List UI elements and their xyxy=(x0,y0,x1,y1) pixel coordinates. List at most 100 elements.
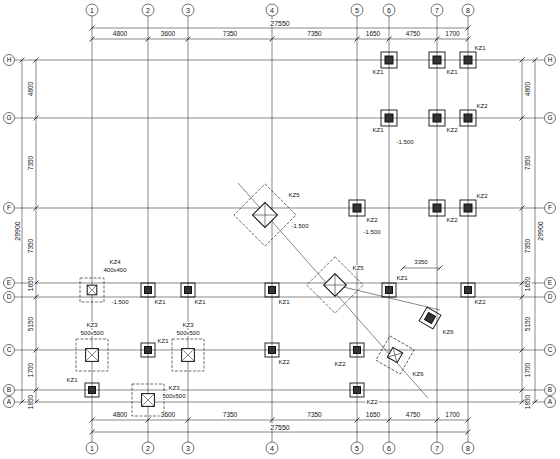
pad-cross xyxy=(324,274,347,297)
footing-mark: -1.500 xyxy=(290,223,309,229)
axis-bubble xyxy=(431,4,443,16)
dim-tick xyxy=(520,388,525,393)
dim-tick xyxy=(520,348,525,353)
dim-tick xyxy=(466,418,471,423)
dim-tick xyxy=(520,400,525,405)
grid-axis xyxy=(389,16,390,442)
dimension-text: 27550 xyxy=(269,424,290,431)
axis-bubble xyxy=(462,442,474,454)
dimension-text: 7350 xyxy=(306,31,322,38)
axis-label: 4 xyxy=(269,445,275,452)
axis-bubble xyxy=(351,442,363,454)
footing-pad xyxy=(349,200,365,216)
pad-cross xyxy=(87,285,97,295)
dim-tick xyxy=(520,116,525,121)
dimension-text: 7350 xyxy=(525,155,532,171)
axis-bubble xyxy=(86,442,98,454)
axis-label: D xyxy=(6,294,13,301)
footing-pad xyxy=(381,52,397,68)
grid-axis xyxy=(335,285,440,310)
axis-label: D xyxy=(547,294,554,301)
footing-pad xyxy=(141,343,155,357)
footing-pad xyxy=(265,343,279,357)
footing-pad xyxy=(429,110,445,126)
dim-tick xyxy=(34,348,39,353)
dimension-text: 7350 xyxy=(222,412,238,419)
grid-axis xyxy=(15,402,544,403)
dim-tick xyxy=(520,58,525,63)
dim-tick xyxy=(435,37,440,42)
axis-label: C xyxy=(6,347,13,354)
axis-label: 8 xyxy=(465,445,471,452)
dim-tick xyxy=(186,418,191,423)
dimension-text: 4750 xyxy=(405,31,421,38)
footing-mark: KZ1 xyxy=(395,275,408,281)
footing-mark: KZ2 xyxy=(445,127,458,133)
dim-tick xyxy=(34,400,39,405)
footing-pad xyxy=(429,200,445,216)
axis-bubble xyxy=(266,4,278,16)
dim-tick xyxy=(146,418,151,423)
pad-cross xyxy=(182,349,195,362)
footing-mark: KZ3 xyxy=(167,385,180,391)
footing-pad xyxy=(382,283,396,297)
footing-pad xyxy=(381,110,397,126)
footing-mark: KZ1 xyxy=(65,377,78,383)
footing-pad xyxy=(80,278,104,302)
dimension-text: 1650 xyxy=(525,276,532,292)
dimension-text: 3600 xyxy=(160,31,176,38)
axis-bubble xyxy=(4,385,15,396)
dim-tick xyxy=(34,388,39,393)
footing-pad xyxy=(461,283,475,297)
dimension-text: 5150 xyxy=(525,315,532,331)
pad-cross xyxy=(387,347,402,362)
axis-bubble xyxy=(182,442,194,454)
dim-tick xyxy=(270,37,275,42)
footing-mark: KZ6 xyxy=(411,371,424,377)
axis-label: 3 xyxy=(185,7,191,14)
axis-label: 6 xyxy=(386,7,392,14)
axis-bubble xyxy=(266,442,278,454)
axis-bubble xyxy=(4,397,15,408)
footing-pad xyxy=(460,110,476,126)
dim-tick xyxy=(401,266,406,271)
dimension-text: 1650 xyxy=(28,276,35,292)
pad-cross xyxy=(324,274,347,297)
axis-bubble xyxy=(545,113,556,124)
dim-tick xyxy=(34,116,39,121)
dimension-text: 1850 xyxy=(28,394,35,410)
dimension-text: 7350 xyxy=(525,237,532,253)
footing-mark: 500x500 xyxy=(175,330,200,336)
dimension-text: 4800 xyxy=(112,412,128,419)
dimension-text: 1850 xyxy=(525,394,532,410)
dim-tick xyxy=(355,37,360,42)
dim-tick xyxy=(146,37,151,42)
footing-mark: KZ5 xyxy=(351,265,364,271)
axis-label: F xyxy=(547,205,553,212)
footing-mark: KZ1 xyxy=(277,299,290,305)
footing-pad xyxy=(350,343,364,357)
footing-pad xyxy=(376,336,414,374)
footing-mark: -1.500 xyxy=(362,229,381,235)
axis-label: B xyxy=(6,387,12,394)
dimension-text: 29900 xyxy=(14,220,21,241)
axis-bubble xyxy=(545,345,556,356)
dim-tick xyxy=(466,430,471,435)
footing-mark: KZ1 xyxy=(371,69,384,75)
dimension-text: 27550 xyxy=(269,20,290,27)
dim-tick xyxy=(90,37,95,42)
dim-line xyxy=(403,268,440,269)
grid-axis xyxy=(92,16,93,442)
axis-bubble xyxy=(4,113,15,124)
axis-bubble xyxy=(545,385,556,396)
axis-bubble xyxy=(4,345,15,356)
footing-mark: KZ2 xyxy=(473,299,486,305)
axis-label: H xyxy=(6,57,13,64)
footing-pad xyxy=(265,283,279,297)
dim-tick xyxy=(355,418,360,423)
axis-bubble xyxy=(383,442,395,454)
dim-tick xyxy=(533,58,538,63)
dimension-text: 29900 xyxy=(537,220,544,241)
axis-bubble xyxy=(4,203,15,214)
